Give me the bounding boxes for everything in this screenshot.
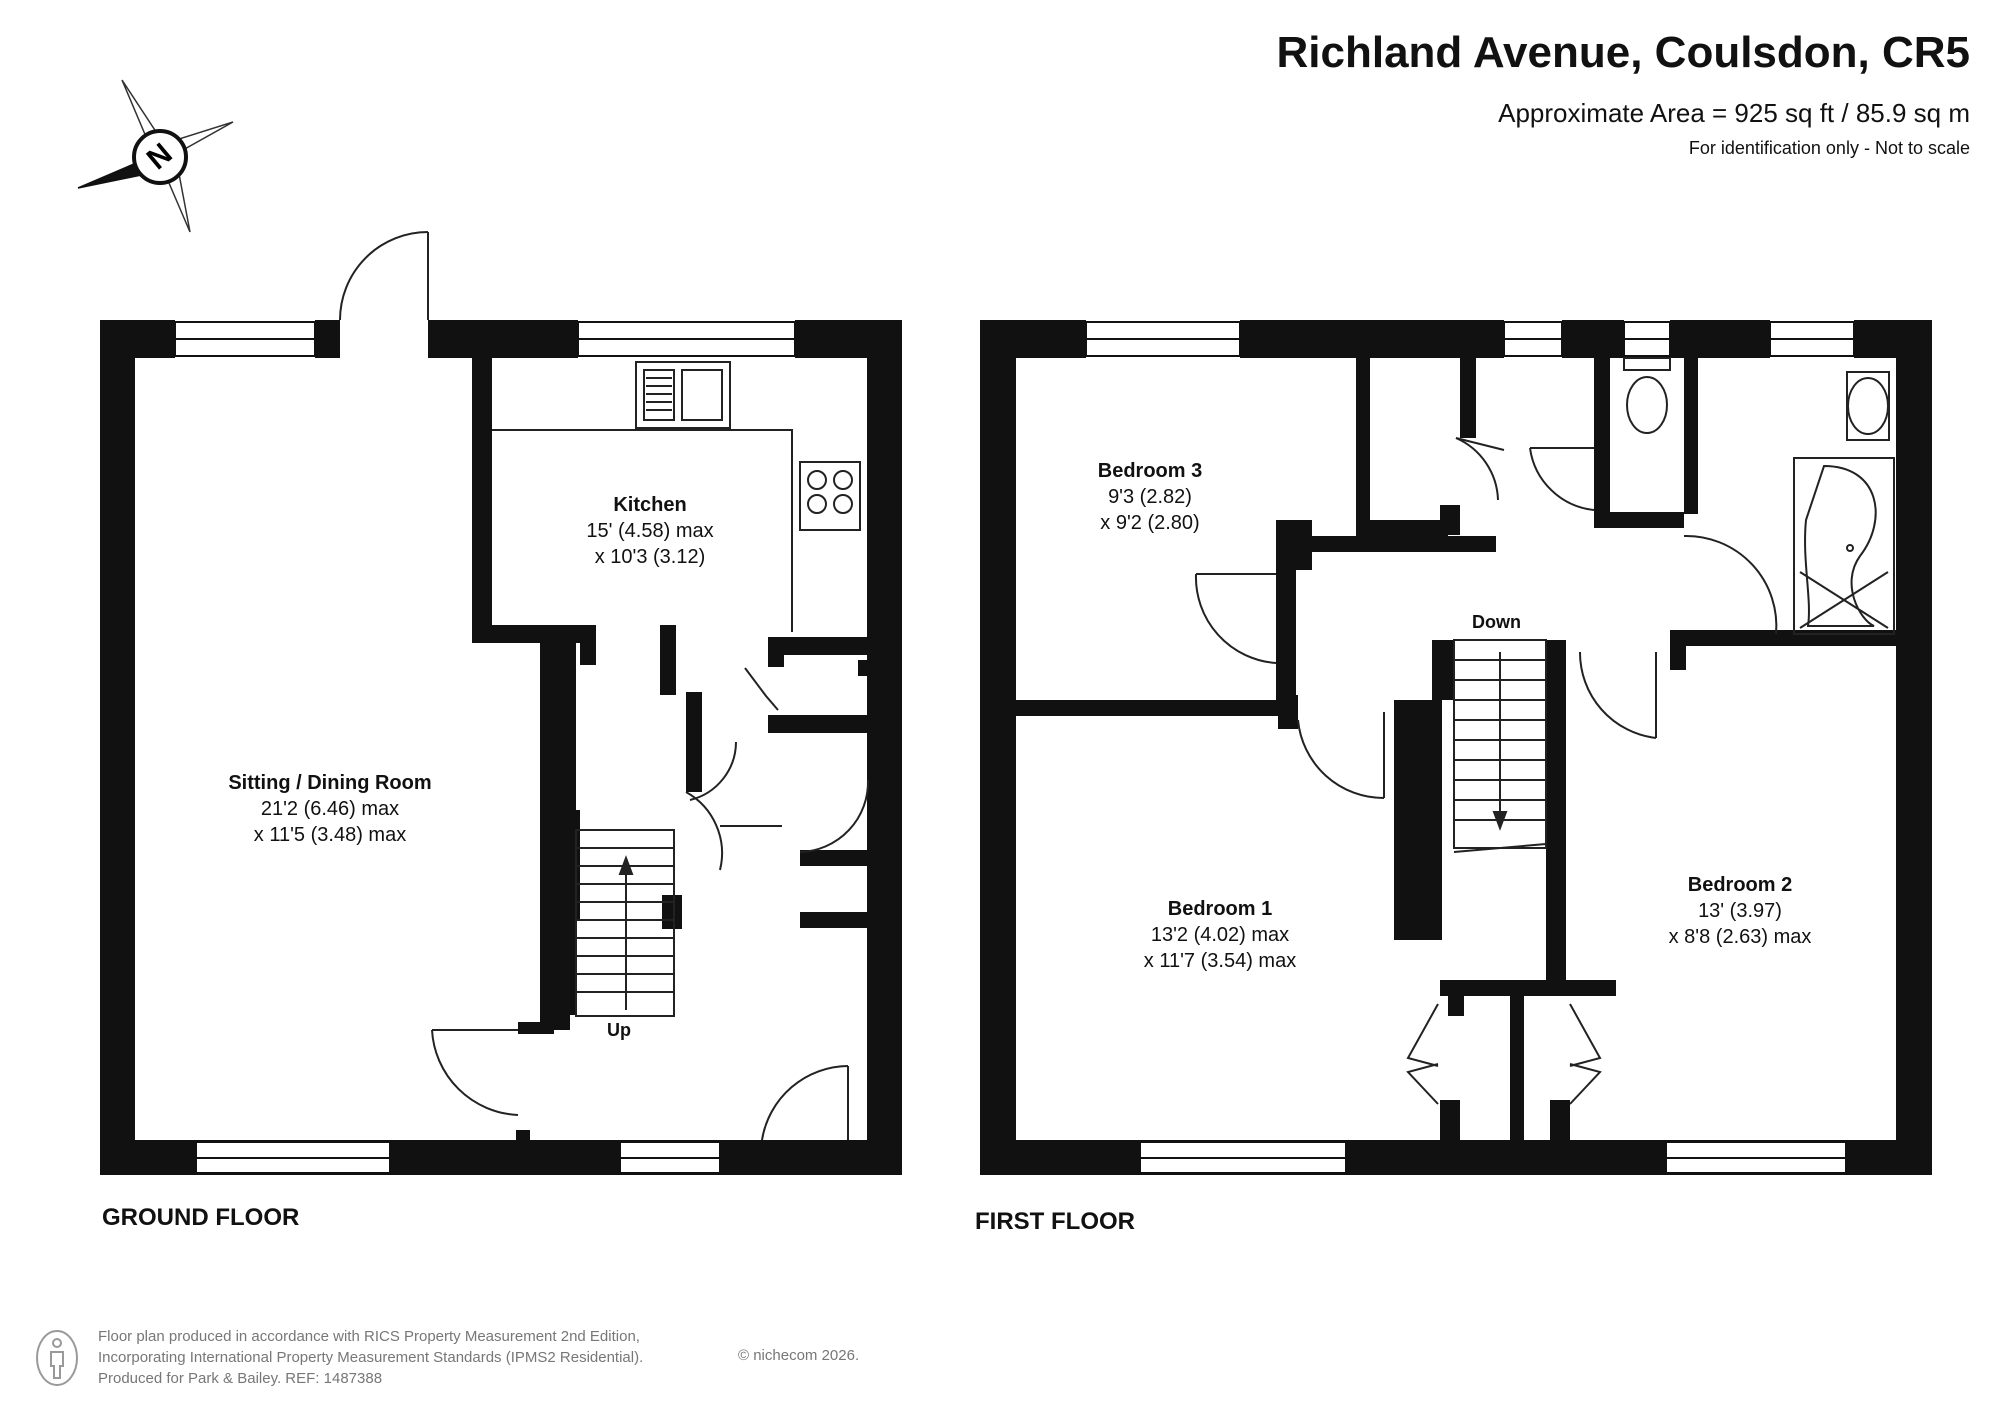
footer-line: Produced for Park & Bailey. REF: 1487388 [98, 1370, 383, 1387]
ground-floor-walls [100, 320, 902, 1175]
room-dimension: 9'3 (2.82) [1108, 486, 1192, 508]
ground-floor-stairs [575, 829, 675, 1017]
footer-line: Incorporating International Property Mea… [98, 1349, 644, 1366]
room-name: Bedroom 2 [1687, 874, 1793, 896]
wardrobe-doors [1406, 1003, 1602, 1105]
first-floor-stairs [1453, 639, 1547, 853]
ground-floor-windows [174, 321, 796, 1174]
room-dimension: x 9'2 (2.80) [1100, 512, 1200, 534]
copyright-notice: © nichecom 2026. [738, 1347, 860, 1364]
identification-note: For identification only - Not to scale [1688, 138, 1970, 158]
ground-floor-label: GROUND FLOOR [102, 1204, 300, 1231]
ground-floor-doors [339, 231, 870, 1141]
room-sitting-dining: Sitting / Dining Room 21'2 (6.46) max x … [150, 770, 510, 848]
room-bedroom-3: Bedroom 3 9'3 (2.82) x 9'2 (2.80) [1040, 458, 1260, 536]
stairs-down-label: Down [1472, 612, 1521, 632]
room-name: Bedroom 3 [1097, 460, 1203, 482]
footer-line: Floor plan produced in accordance with R… [98, 1328, 640, 1345]
compass-rose-icon [77, 79, 234, 233]
person-scale-icon [36, 1330, 78, 1386]
room-dimension: 13' (3.97) [1698, 900, 1782, 922]
room-bedroom-2: Bedroom 2 13' (3.97) x 8'8 (2.63) max [1620, 872, 1860, 950]
stairs-up-label: Up [607, 1020, 631, 1040]
room-dimension: 13'2 (4.02) max [1150, 924, 1290, 946]
room-bedroom-1: Bedroom 1 13'2 (4.02) max x 11'7 (3.54) … [1080, 896, 1360, 974]
room-dimension: x 11'7 (3.54) max [1143, 950, 1297, 972]
room-name: Sitting / Dining Room [228, 772, 432, 794]
room-dimension: x 10'3 (3.12) [594, 546, 706, 568]
first-floor-label: FIRST FLOOR [975, 1208, 1135, 1235]
room-dimension: 15' (4.58) max [586, 520, 714, 542]
room-name: Kitchen [613, 494, 687, 516]
footer-notes: Floor plan produced in accordance with R… [98, 1326, 643, 1389]
first-floor-walls [980, 320, 1932, 1175]
kitchen-fixtures [492, 361, 861, 632]
room-kitchen: Kitchen 15' (4.58) max x 10'3 (3.12) [520, 492, 780, 570]
approximate-area: Approximate Area = 925 sq ft / 85.9 sq m [1498, 98, 1970, 128]
first-floor-doors [1194, 437, 1778, 800]
bathroom-fixtures [1623, 357, 1895, 635]
room-dimension: 21'2 (6.46) max [260, 798, 400, 820]
room-dimension: x 11'5 (3.48) max [253, 824, 407, 846]
room-dimension: x 8'8 (2.63) max [1668, 926, 1812, 948]
first-floor-windows [1085, 321, 1855, 1174]
property-title: Richland Avenue, Coulsdon, CR5 [1276, 28, 1970, 77]
room-name: Bedroom 1 [1167, 898, 1273, 920]
